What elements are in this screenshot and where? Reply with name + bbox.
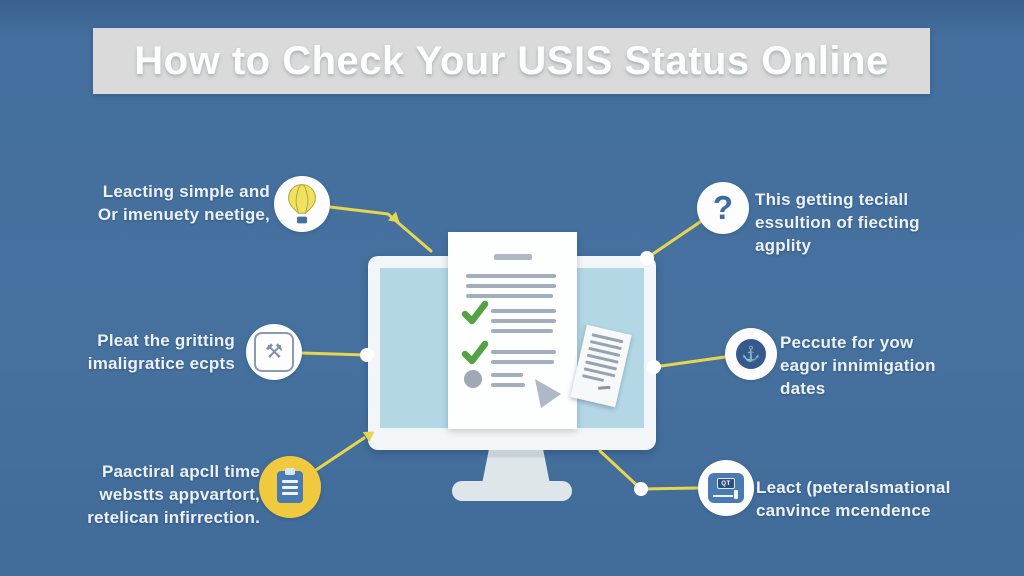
clipboard-glyph (277, 468, 303, 503)
connector-arrow (388, 211, 400, 223)
callout-line: Pleat the gritting (97, 331, 235, 350)
callout-top-left: Leacting simple and Or imenuety neetige, (98, 180, 270, 226)
connector-node (647, 360, 661, 374)
document-line (491, 309, 556, 313)
question-mark-icon: ? (697, 182, 749, 234)
document-line (491, 329, 553, 333)
document-line (466, 294, 553, 298)
callout-mid-left: Pleat the gritting imaligratice ecpts (88, 329, 235, 375)
document (448, 232, 577, 429)
connector-line (652, 355, 727, 369)
connector-node (360, 348, 374, 362)
callout-line: imaligratice ecpts (87, 354, 235, 373)
printer-glyph: QT (708, 473, 744, 503)
callout-line: This getting teciall (755, 190, 909, 209)
connector-line (300, 351, 368, 357)
callout-line: canvince mcendence (756, 501, 931, 520)
document-line (491, 373, 523, 377)
bullet-circle (464, 370, 482, 388)
connector-arrow (362, 431, 375, 443)
connector-line (598, 449, 700, 491)
document-line (491, 360, 554, 364)
document-title-bar (494, 254, 532, 260)
callout-line: eagor innimigation (780, 356, 936, 375)
monitor-stand-base (452, 481, 572, 501)
printer-pen (734, 490, 738, 499)
callout-mid-right: Peccute for yow eagor innimigation dates (780, 331, 936, 400)
page-title: How to Check Your USIS Status Online (134, 38, 889, 83)
monitor-stand (482, 450, 550, 484)
question-mark-glyph: ? (712, 189, 734, 226)
tools-glyph: ⚒ (254, 332, 294, 372)
callout-top-right: This getting teciall essultion of fiecti… (755, 188, 920, 257)
title-banner: How to Check Your USIS Status Online (93, 28, 930, 94)
connector-line (328, 205, 433, 253)
document-line (491, 319, 556, 323)
callout-line: Paactiral apcll time (101, 462, 260, 481)
connector-node (640, 251, 654, 265)
printer-icon: QT (698, 460, 754, 516)
checkmark-icon (461, 300, 489, 325)
document-line (491, 383, 525, 387)
clipboard-icon (259, 456, 321, 518)
connector-line (314, 436, 366, 472)
printer-label: QT (717, 478, 735, 489)
connector-line (645, 220, 702, 260)
clipboard-line (282, 492, 298, 495)
callout-bottom-left: Paactiral apcll time webstts appvartort,… (87, 460, 260, 529)
clipboard-clip (285, 468, 295, 475)
document-line (466, 284, 556, 288)
printer-tray (713, 494, 733, 497)
callout-line: dates (780, 379, 826, 398)
callout-bottom-right: Leact (peteralsmational canvince mcenden… (756, 476, 951, 522)
callout-line: Leact (peteralsmational (756, 478, 951, 497)
callout-line: agplity (755, 236, 812, 255)
callout-line: essultion of fiecting (755, 213, 920, 232)
connector-node (634, 482, 648, 496)
clipboard-line (282, 486, 298, 489)
checkmark-icon (461, 340, 489, 365)
anchor-icon: ⚓ (725, 328, 777, 380)
document-line (491, 350, 556, 354)
cursor-icon (535, 379, 561, 408)
clipboard-line (282, 480, 298, 483)
callout-line: retelican infirrection. (87, 508, 260, 527)
document-line (466, 274, 556, 278)
callout-line: webstts appvartort, (99, 485, 260, 504)
callout-line: Leacting simple and (102, 182, 270, 201)
hot-air-balloon-glyph (288, 184, 316, 224)
callout-line: Peccute for yow (780, 333, 914, 352)
tools-icon: ⚒ (246, 324, 302, 380)
hot-air-balloon-icon (274, 176, 330, 232)
callout-line: Or imenuety neetige, (97, 205, 270, 224)
anchor-glyph: ⚓ (736, 339, 766, 369)
